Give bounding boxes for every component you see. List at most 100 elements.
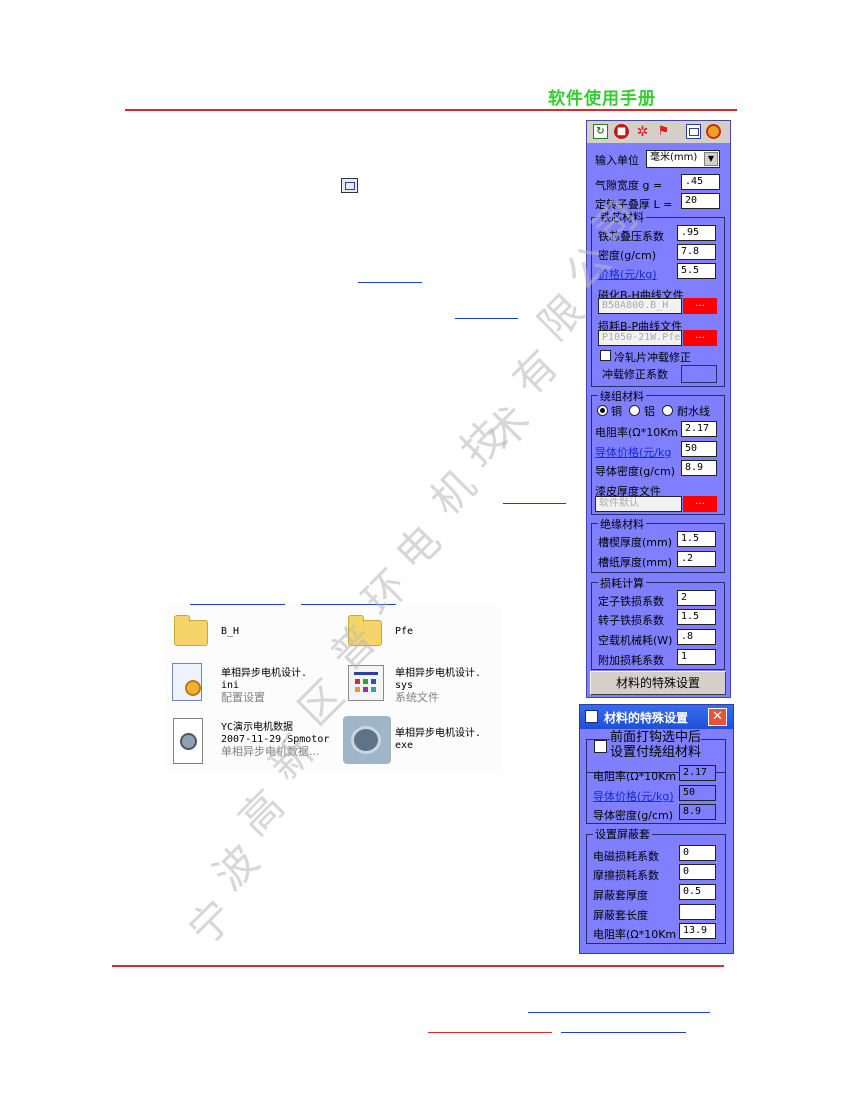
enamel-browse-button[interactable]: ... — [683, 496, 717, 512]
data-file-icon[interactable] — [173, 718, 203, 764]
stator-loss-label: 定子铁损系数 — [598, 595, 664, 608]
wedge-thickness-label: 槽楔厚度(mm) — [598, 536, 673, 549]
extra-loss-label: 附加损耗系数 — [598, 654, 664, 667]
correction-factor-label: 冲载修正系数 — [602, 368, 668, 381]
data-file-type: 单相异步电机数据... — [221, 745, 320, 758]
mech-loss-input[interactable]: .8 — [677, 629, 716, 645]
stack-length-input[interactable]: 20 — [681, 193, 720, 209]
em-loss-input[interactable]: 0 — [679, 845, 716, 861]
friction-loss-label: 摩擦损耗系数 — [593, 869, 659, 882]
core-price-input[interactable]: 5.5 — [677, 263, 716, 279]
shield-resistivity-input[interactable]: 13.9 — [679, 923, 716, 939]
bh-browse-button[interactable]: ... — [683, 298, 717, 314]
bp-file-label: 损耗B-P曲线文件 — [598, 320, 683, 333]
folder-bh-label[interactable]: B_H — [221, 626, 240, 637]
dialog-density-input[interactable]: 8.9 — [679, 804, 716, 820]
screen-icon[interactable] — [686, 124, 701, 139]
copper-radio[interactable] — [597, 405, 608, 416]
mech-loss-label: 空载机械耗(W) — [598, 634, 673, 647]
system-file-icon[interactable] — [348, 665, 384, 701]
enamel-file-label: 漆皮厚度文件 — [595, 485, 661, 498]
sys-file-ext: sys — [395, 680, 414, 691]
secondary-winding-checkbox[interactable] — [594, 740, 607, 753]
loss-group — [591, 582, 725, 670]
footer-link-underline-red[interactable] — [428, 1032, 552, 1033]
sys-file-label[interactable]: 单相异步电机设计. sys 系统文件 — [395, 668, 481, 704]
folder-icon[interactable] — [348, 615, 382, 646]
paper-thickness-input[interactable]: .2 — [677, 551, 716, 567]
exe-file-ext: exe — [395, 740, 414, 751]
footer-link-underline[interactable] — [528, 1012, 710, 1013]
settings-file-icon[interactable] — [172, 663, 202, 701]
exe-file-label[interactable]: 单相异步电机设计. exe — [395, 728, 481, 752]
core-material-group — [591, 217, 725, 387]
resistivity-input[interactable]: 2.17 — [681, 421, 717, 437]
stacking-factor-input[interactable]: .95 — [677, 225, 716, 241]
dialog-price-input[interactable]: 50 — [679, 785, 716, 801]
enamel-file-input[interactable]: 软件默认 — [595, 496, 682, 512]
stator-loss-input[interactable]: 2 — [677, 590, 716, 606]
chevron-down-icon[interactable]: ▼ — [704, 152, 718, 166]
bh-file-input[interactable]: B50A800.B_H — [598, 298, 682, 314]
refresh-icon[interactable]: ↻ — [593, 124, 608, 139]
conductor-price-link[interactable]: 导体价格(元/kg — [595, 446, 672, 459]
gear-icon[interactable]: ✲ — [636, 123, 649, 140]
waterproof-radio[interactable] — [662, 405, 673, 416]
dialog-price-link[interactable]: 导体价格(元/kg) — [593, 790, 674, 803]
dialog-titlebar[interactable]: 材料的特殊设置 ✕ — [580, 705, 733, 729]
core-price-link[interactable]: 价格(元/kg) — [598, 268, 657, 281]
manual-title: 软件使用手册 — [548, 89, 656, 109]
data-file-name: YC演示电机数据 — [221, 722, 294, 733]
input-unit-select[interactable]: 毫米(mm) ▼ — [646, 150, 720, 168]
wedge-thickness-input[interactable]: 1.5 — [677, 531, 716, 547]
target-icon[interactable] — [706, 124, 721, 139]
screen-icon — [341, 178, 358, 193]
winding-material-group — [591, 395, 725, 515]
data-file-label[interactable]: YC演示电机数据 2007-11-29.Spmotor 单相异步电机数据... — [221, 722, 329, 758]
flag-icon[interactable]: ⚑ — [657, 124, 670, 139]
insulation-group — [591, 523, 725, 573]
link-underline[interactable] — [190, 604, 285, 605]
ini-file-name: 单相异步电机设计. — [221, 668, 308, 679]
air-gap-input[interactable]: .45 — [681, 174, 720, 190]
dialog-resistivity-label: 电阻率(Ω*10Km — [593, 770, 677, 783]
shield-length-input[interactable] — [679, 904, 716, 920]
shield-title: 设置屏蔽套 — [593, 826, 652, 842]
folder-pfe-label[interactable]: Pfe — [395, 626, 414, 637]
motor-app-icon[interactable] — [343, 716, 391, 764]
shield-resistivity-label: 电阻率(Ω*10Km — [593, 928, 677, 941]
panel-toolbar: ↻ ■ ✲ ⚑ — [587, 121, 730, 143]
correction-factor-input[interactable] — [681, 365, 717, 383]
dialog-resistivity-input[interactable]: 2.17 — [679, 765, 716, 781]
secondary-winding-line1: 前面打钩选中后 — [610, 730, 702, 745]
core-density-input[interactable]: 7.8 — [677, 244, 716, 260]
rotor-loss-label: 转子铁损系数 — [598, 614, 664, 627]
extra-loss-input[interactable]: 1 — [677, 649, 716, 665]
ini-file-label[interactable]: 单相异步电机设计. ini 配置设置 — [221, 668, 307, 704]
app-icon — [585, 710, 598, 723]
conductor-density-input[interactable]: 8.9 — [681, 460, 717, 476]
secondary-winding-line2: 设置付绕组材料 — [610, 745, 702, 760]
special-settings-button[interactable]: 材料的特殊设置 — [590, 671, 726, 695]
aluminum-label: 铝 — [644, 405, 655, 418]
aluminum-radio[interactable] — [629, 405, 640, 416]
bp-browse-button[interactable]: ... — [683, 330, 717, 346]
link-underline[interactable] — [301, 604, 396, 605]
cold-rolled-label: 冷轧片冲载修正 — [614, 351, 691, 364]
cold-rolled-checkbox[interactable] — [600, 350, 611, 361]
folder-icon[interactable] — [174, 615, 208, 646]
link-underline[interactable] — [503, 503, 566, 504]
close-icon[interactable]: ✕ — [708, 708, 727, 726]
shield-thickness-input[interactable]: 0.5 — [679, 884, 716, 900]
footer-link-underline[interactable] — [561, 1032, 686, 1033]
bp-file-input[interactable]: P1050-21W.Pfe — [598, 330, 682, 346]
ini-file-ext: ini — [221, 680, 240, 691]
conductor-density-label: 导体密度(g/cm) — [595, 465, 676, 478]
friction-loss-input[interactable]: 0 — [679, 864, 716, 880]
link-underline[interactable] — [358, 282, 422, 283]
link-underline[interactable] — [455, 318, 518, 319]
input-unit-value: 毫米(mm) — [650, 152, 698, 163]
conductor-price-input[interactable]: 50 — [681, 441, 717, 457]
rotor-loss-input[interactable]: 1.5 — [677, 609, 716, 625]
stop-icon[interactable]: ■ — [614, 124, 629, 139]
